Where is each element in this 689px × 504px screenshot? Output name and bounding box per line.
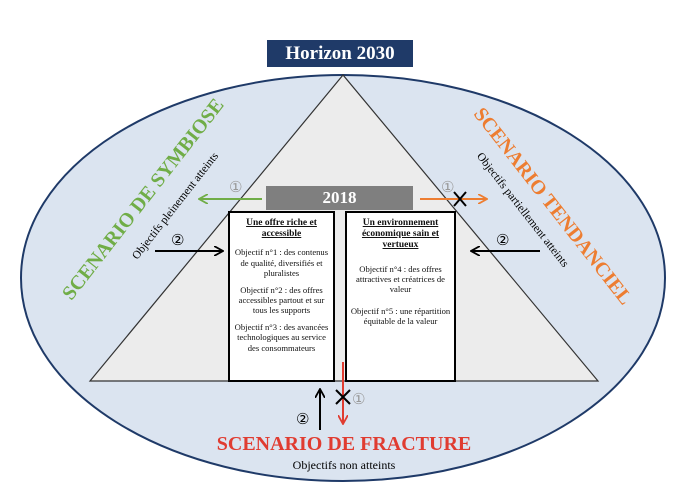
box-right-frame (345, 211, 456, 382)
symbiose-marker-1: ① (229, 178, 242, 196)
tendanciel-cross-b (453, 191, 467, 207)
fracture-marker-2: ② (296, 410, 309, 428)
fracture-cross-b (335, 389, 351, 405)
symbiose-marker-2: ② (171, 231, 184, 249)
objective-4: Objectif n°4 : des offres attractives et… (356, 263, 445, 294)
box-left: Une offre riche et accessible Objectif n… (232, 218, 331, 353)
box-right-title: Un environnement économique sain et vert… (361, 218, 440, 251)
year-label: 2018 (266, 186, 413, 210)
objective-5: Objectif n°5 : une répartition équitable… (350, 306, 451, 327)
box-left-title: Une offre riche et accessible (246, 218, 317, 240)
box-right: Un environnement économique sain et vert… (349, 218, 452, 326)
objective-3: Objectif n°3 : des avancées technologiqu… (234, 322, 329, 353)
objective-1: Objectif n°1 : des contenus de qualité, … (234, 247, 329, 278)
tendanciel-marker-2: ② (496, 231, 509, 249)
horizon-title: Horizon 2030 (267, 40, 413, 67)
fracture-marker-1: ① (352, 390, 365, 408)
fracture-subtitle: Objectifs non atteints (293, 458, 396, 472)
objective-2: Objectif n°2 : des offres accessibles pa… (238, 284, 325, 316)
box-left-frame (228, 211, 335, 382)
tendanciel-marker-1: ① (441, 178, 454, 196)
fracture-title: SCENARIO DE FRACTURE (217, 433, 471, 455)
